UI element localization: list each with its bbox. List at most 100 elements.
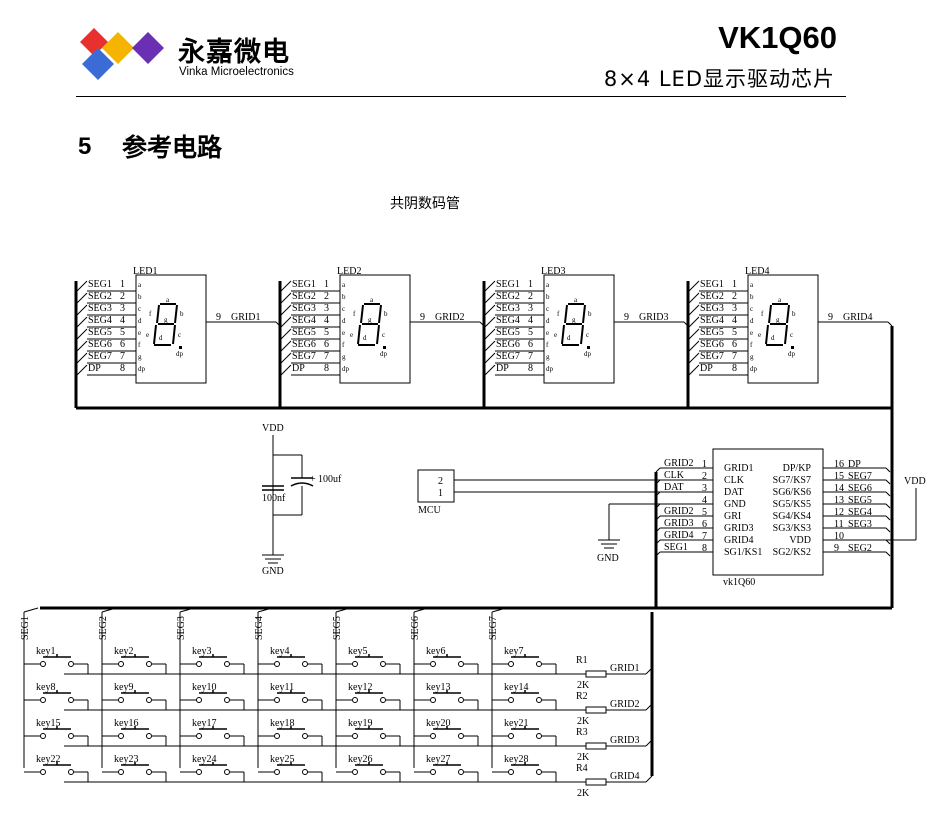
key-label: key16: [114, 718, 138, 729]
pin-net-label: SEG4: [292, 315, 316, 326]
pin-number: 2: [732, 291, 737, 302]
pin-number: 5: [732, 327, 737, 338]
switch-contact: [118, 733, 124, 739]
digit-segment: [156, 304, 160, 324]
bus-entry: [179, 607, 195, 613]
digit-label: d: [771, 334, 775, 342]
led-module-box: [543, 274, 615, 384]
digit-label: f: [557, 310, 560, 318]
chip-net-label: CLK: [664, 470, 685, 481]
key-label: key14: [504, 682, 528, 693]
chip-net-label: SEG4: [848, 507, 872, 518]
switch-contact: [536, 661, 542, 667]
logo-diamond: [80, 28, 108, 56]
digit-label: b: [384, 310, 388, 318]
chip-net-label: GRID2: [664, 506, 693, 517]
chip-net-label: GRID2: [664, 458, 693, 469]
bus-entry: [101, 607, 117, 613]
key-label: key25: [270, 754, 294, 765]
resistor-value: 2K: [577, 716, 590, 727]
pin-net-label: SEG7: [700, 351, 724, 362]
switch-contact: [274, 661, 280, 667]
pin-segment-label: e: [138, 329, 141, 337]
key-label: key24: [192, 754, 216, 765]
bus-entry: [885, 467, 891, 473]
led-module-box: [747, 274, 819, 384]
chip-pin-name: SG1/KS1: [724, 547, 762, 558]
chip-pin-name: SG3/KS3: [773, 523, 811, 534]
pin-number: 6: [120, 339, 125, 350]
switch-contact: [380, 733, 386, 739]
pin-net-label: SEG6: [700, 339, 724, 350]
chip-pin-name: GRID3: [724, 523, 753, 534]
bus-entry: [257, 607, 273, 613]
pin-number: 9: [420, 312, 425, 323]
key-label: key22: [36, 754, 60, 765]
chip-pin-number: 11: [834, 519, 844, 530]
bus-entry: [885, 491, 891, 497]
resistor-label: R1: [576, 655, 588, 666]
switch-contact: [458, 697, 464, 703]
capacitor-plate: [290, 482, 314, 487]
bus-entry: [23, 607, 39, 613]
key-label: key15: [36, 718, 60, 729]
pin-number: 7: [528, 351, 533, 362]
resistor-body: [585, 742, 607, 750]
switch-contact: [536, 733, 542, 739]
logo-diamond: [132, 32, 164, 64]
row-grid-label: GRID1: [610, 663, 639, 674]
switch-contact: [302, 733, 308, 739]
pin-segment-label: c: [546, 305, 549, 313]
row-grid-label: GRID2: [610, 699, 639, 710]
logo-diamond: [102, 32, 134, 64]
pin-net-label: SEG7: [88, 351, 112, 362]
pin-number: 6: [732, 339, 737, 350]
digit-dp-dot: [587, 346, 590, 349]
bus-entry: [279, 292, 292, 305]
key-label: key6: [426, 646, 445, 657]
pin-number: 5: [120, 327, 125, 338]
pin-net-label: SEG3: [496, 303, 520, 314]
digit-segment: [360, 304, 364, 324]
chip-pin-number: 8: [702, 543, 707, 554]
pin-segment-label: d: [138, 317, 142, 325]
figure-caption: 共阴数码管: [390, 196, 460, 212]
chip-pin-name: SG2/KS2: [773, 547, 811, 558]
pin-segment-label: c: [750, 305, 753, 313]
pin-net-label: DP: [88, 363, 101, 374]
digit-segment: [153, 324, 157, 345]
pin-number: 2: [324, 291, 329, 302]
digit-segment: [784, 324, 788, 345]
bus-entry: [885, 527, 891, 533]
bus-entry: [279, 304, 292, 317]
pin-net-label: DP: [496, 363, 509, 374]
digit-segment: [582, 304, 586, 324]
key-label: key1: [36, 646, 55, 657]
pin-segment-label: g: [138, 353, 142, 361]
key-column-label: SEG2: [98, 616, 109, 640]
pin-segment-label: f: [342, 341, 345, 349]
key-label: key3: [192, 646, 211, 657]
digit-dp-dot: [791, 346, 794, 349]
row-grid-label: GRID4: [610, 771, 639, 782]
pin-number: 7: [732, 351, 737, 362]
bus-entry: [279, 316, 292, 329]
logo-diamonds-icon: [80, 28, 164, 80]
bus-entry: [483, 292, 496, 305]
led-module-box: [135, 274, 207, 384]
switch-contact: [458, 661, 464, 667]
bus-entry: [279, 340, 292, 353]
chip-pin-name: SG7/KS7: [773, 475, 811, 486]
key-label: key19: [348, 718, 372, 729]
mcu-pin-number: 1: [438, 488, 443, 499]
switch-contact: [40, 661, 46, 667]
digit-label: b: [792, 310, 796, 318]
bus-entry: [483, 316, 496, 329]
digit-segment: [376, 324, 380, 345]
mcu-box: [417, 469, 455, 503]
pin-number: 6: [324, 339, 329, 350]
bus-entry: [687, 304, 700, 317]
digit-label: d: [567, 334, 571, 342]
switch-contact: [224, 733, 230, 739]
digit-label: b: [180, 310, 184, 318]
